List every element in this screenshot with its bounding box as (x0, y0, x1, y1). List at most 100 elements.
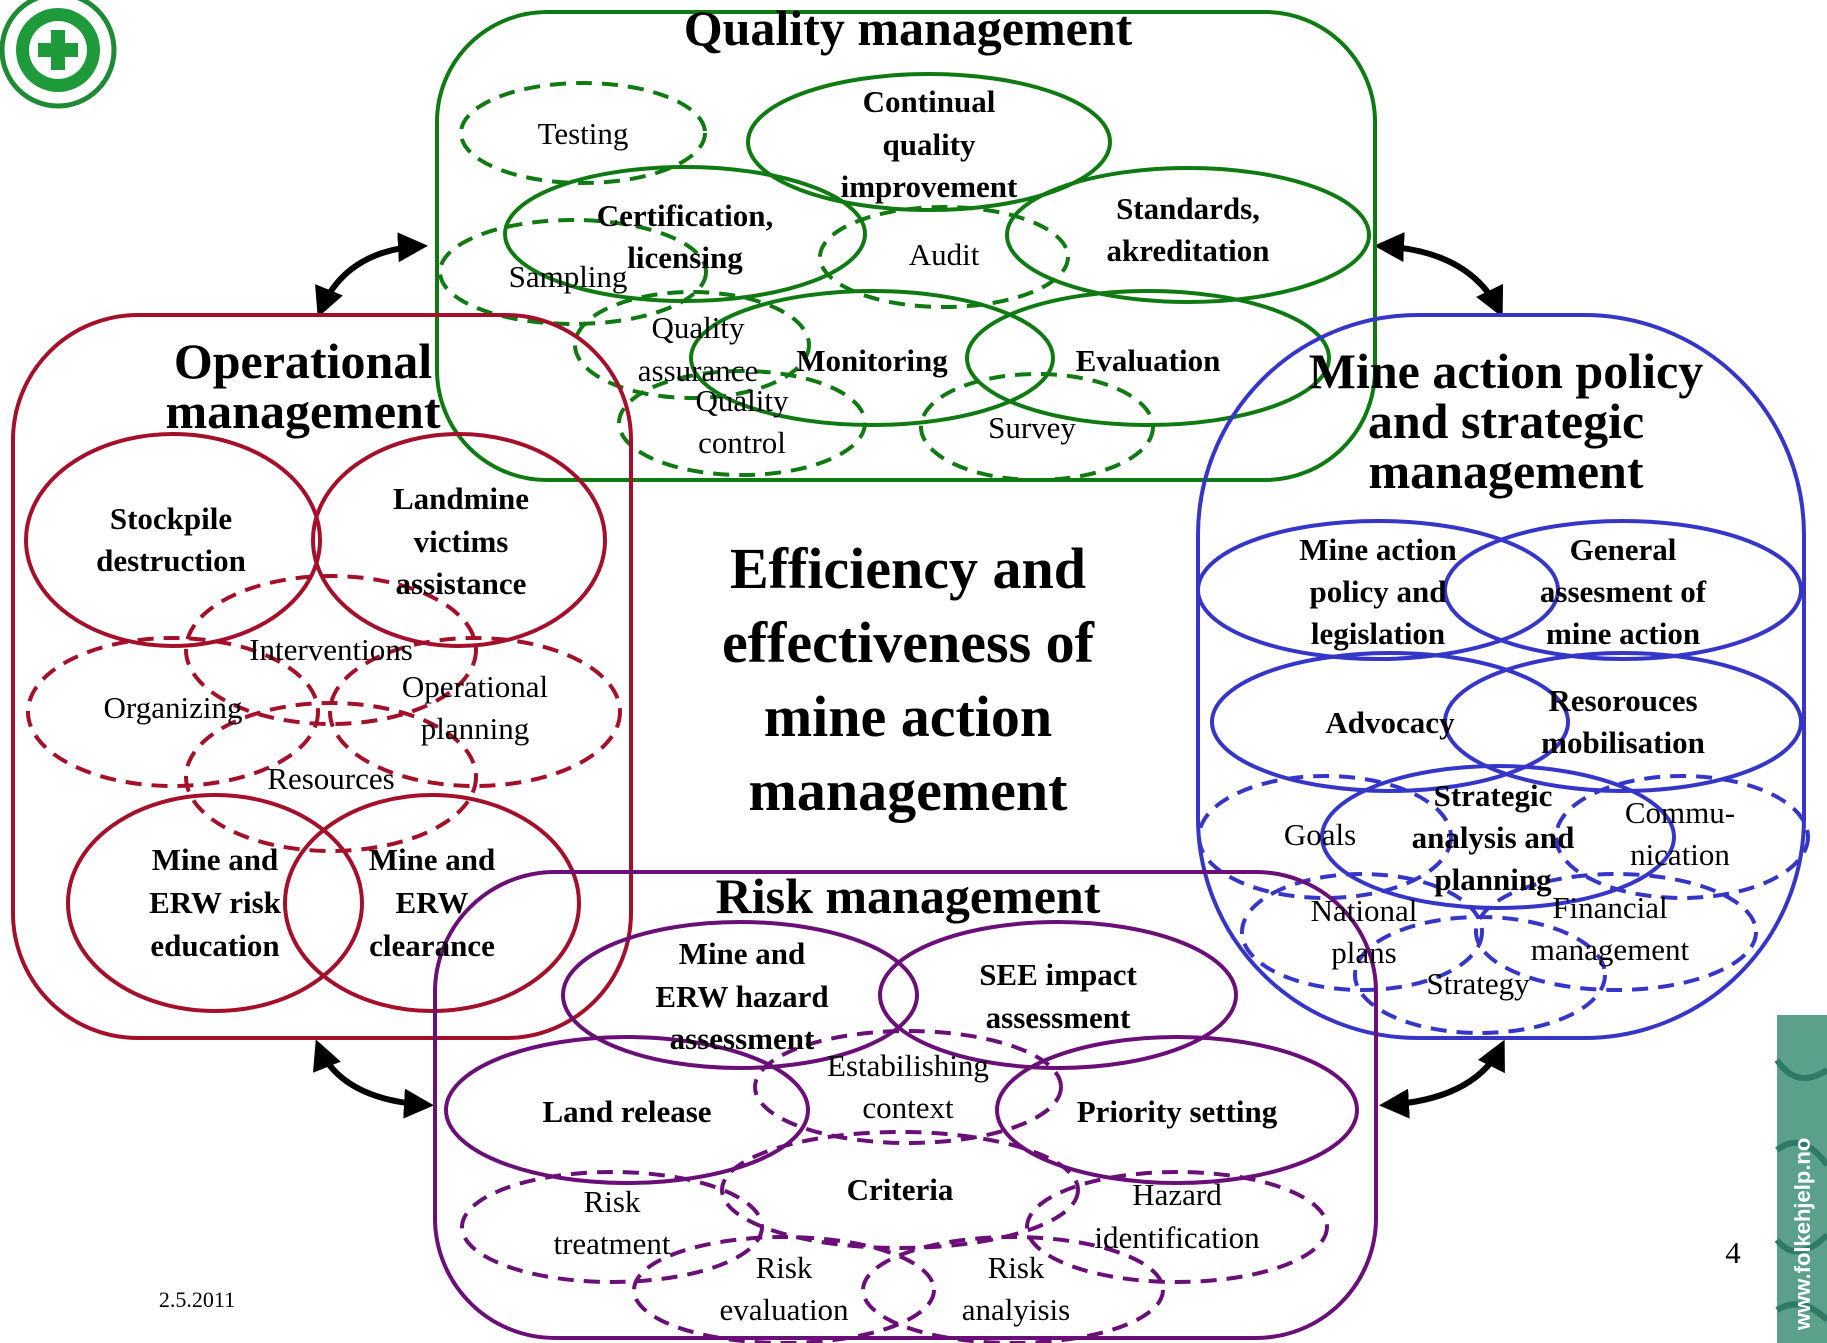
landmine-ellipse (311, 432, 607, 648)
quality-audit-label: Audit (909, 237, 980, 272)
hazard-assessment-ellipse (561, 920, 919, 1070)
risk-management-group (433, 870, 1378, 1343)
operational-planning-ellipse (328, 636, 622, 788)
policy-general-0-label: General (1570, 532, 1677, 567)
policy-general-2-label: mine action (1546, 616, 1700, 651)
policy-resources-mob-0-label: Resorouces (1548, 683, 1697, 718)
risk-land-release-label: Land release (542, 1094, 711, 1129)
advocacy-ellipse (1210, 651, 1570, 793)
hazard-identification-ellipse (1025, 1170, 1329, 1284)
land-release-ellipse (444, 1035, 810, 1185)
operational-operational-planning-1-label: planning (421, 711, 530, 746)
slide-number: 4 (1725, 1235, 1741, 1270)
policy-legislation-1-label: policy and (1310, 574, 1447, 609)
quality-quality-control-0-label: Quality (696, 383, 789, 418)
risk-analysis-1-label: analyisis (962, 1292, 1071, 1327)
operational-stockpile-0-label: Stockpile (110, 501, 232, 536)
center-title: Efficiency and effectiveness of mine act… (722, 536, 1095, 823)
risk-title-label: Risk management (716, 868, 1101, 924)
quality-quality-control-1-label: control (698, 425, 786, 460)
evaluation-ellipse (965, 289, 1331, 427)
slide-date: 2.5.2011 (159, 1287, 235, 1312)
risk-evaluation-1-label: evaluation (719, 1292, 849, 1327)
risk-hazard-assessment-1-label: ERW hazard (655, 979, 828, 1014)
policy-goals-label: Goals (1284, 817, 1356, 852)
policy-financial-1-label: management (1531, 932, 1690, 967)
folkehjelp-banner: www.folkehjelp.no (1774, 1015, 1827, 1343)
policy-communication-1-label: nication (1630, 837, 1730, 872)
operational-risk-education-1-label: ERW risk (149, 885, 282, 920)
risk-analysis-ellipse (861, 1235, 1165, 1343)
survey-ellipse (919, 372, 1155, 482)
operational-landmine-0-label: Landmine (393, 481, 529, 516)
see-impact-ellipse (878, 920, 1238, 1070)
risk-hazard-id-0-label: Hazard (1132, 1177, 1222, 1212)
policy-strategy-label: Strategy (1426, 966, 1530, 1001)
policy-legislation-2-label: legislation (1311, 616, 1445, 651)
center-lines-0-label: Efficiency and (730, 536, 1086, 601)
quality-management-box (435, 10, 1377, 482)
operational-landmine-1-label: victims (414, 524, 509, 559)
connector-arrows (313, 232, 1505, 1119)
risk-context-0-label: Estabilishing (827, 1048, 989, 1083)
criteria-ellipse (720, 1130, 1080, 1250)
resources-mobilisation-ellipse (1443, 651, 1803, 793)
quality-standards-1-label: akreditation (1106, 233, 1269, 268)
risk-hazard-id-1-label: identification (1094, 1220, 1260, 1255)
policy-title-1-label: and strategic (1368, 393, 1644, 449)
testing-ellipse (459, 81, 707, 185)
quality-survey-label: Survey (988, 410, 1076, 445)
operational-risk-education-0-label: Mine and (152, 842, 279, 877)
operational-organizing-label: Organizing (104, 690, 243, 725)
operational-stockpile-1-label: destruction (96, 543, 246, 578)
operational-title-0-label: Operational (174, 333, 432, 389)
arrow-operational-risk (313, 1039, 434, 1119)
certification-ellipse (503, 165, 867, 303)
audit-ellipse (818, 205, 1070, 309)
operational-labels: Operational management Stockpile destruc… (96, 333, 548, 963)
operational-risk-education-2-label: education (150, 928, 279, 963)
operational-management-box (11, 313, 633, 1040)
operational-resources-label: Resources (267, 761, 394, 796)
arrow-quality-operational (315, 232, 428, 318)
policy-strategic-0-label: Strategic (1434, 778, 1553, 813)
strategy-ellipse (1353, 915, 1607, 1035)
center-lines-1-label: effectiveness of (722, 610, 1095, 675)
policy-communication-0-label: Commu- (1625, 795, 1735, 830)
quality-title: Quality management (684, 0, 1133, 56)
policy-strategic-2-label: planning (1434, 862, 1552, 897)
risk-management-box (433, 870, 1378, 1340)
operational-management-group (11, 313, 633, 1040)
standards-ellipse (1005, 166, 1371, 304)
operational-operational-planning-0-label: Operational (402, 669, 548, 704)
quality-sampling-label: Sampling (509, 259, 628, 294)
risk-treatment-1-label: treatment (553, 1226, 670, 1261)
quality-management-group (435, 10, 1377, 482)
risk-priority-label: Priority setting (1077, 1094, 1278, 1129)
policy-title-0-label: Mine action policy (1309, 343, 1703, 399)
quality-labels: Quality management Testing Continual qua… (509, 0, 1270, 460)
general-assessment-ellipse (1443, 519, 1803, 661)
quality-quality-assurance-1-label: assurance (638, 353, 759, 388)
risk-hazard-assessment-0-label: Mine and (679, 936, 806, 971)
policy-legislation-0-label: Mine action (1299, 532, 1457, 567)
continual-improvement-ellipse (746, 72, 1112, 212)
risk-treatment-0-label: Risk (584, 1184, 641, 1219)
policy-resources-mob-1-label: mobilisation (1541, 725, 1705, 760)
risk-education-ellipse (66, 793, 364, 1013)
testing-label: Testing (538, 116, 629, 151)
operational-clearance-0-label: Mine and (369, 842, 496, 877)
risk-hazard-assessment-2-label: assessment (670, 1021, 815, 1056)
legislation-ellipse (1196, 519, 1560, 661)
quality-continual-0-label: Continual (863, 84, 996, 119)
risk-context-1-label: context (862, 1090, 954, 1125)
stockpile-ellipse (24, 432, 322, 648)
policy-general-1-label: assesment of (1540, 574, 1707, 609)
sampling-ellipse (438, 218, 708, 326)
operational-clearance-1-label: ERW (396, 885, 469, 920)
operational-clearance-2-label: clearance (369, 928, 495, 963)
risk-see-0-label: SEE impact (979, 957, 1137, 992)
policy-management-group (1196, 313, 1810, 1040)
risk-see-1-label: assessment (986, 1000, 1131, 1035)
